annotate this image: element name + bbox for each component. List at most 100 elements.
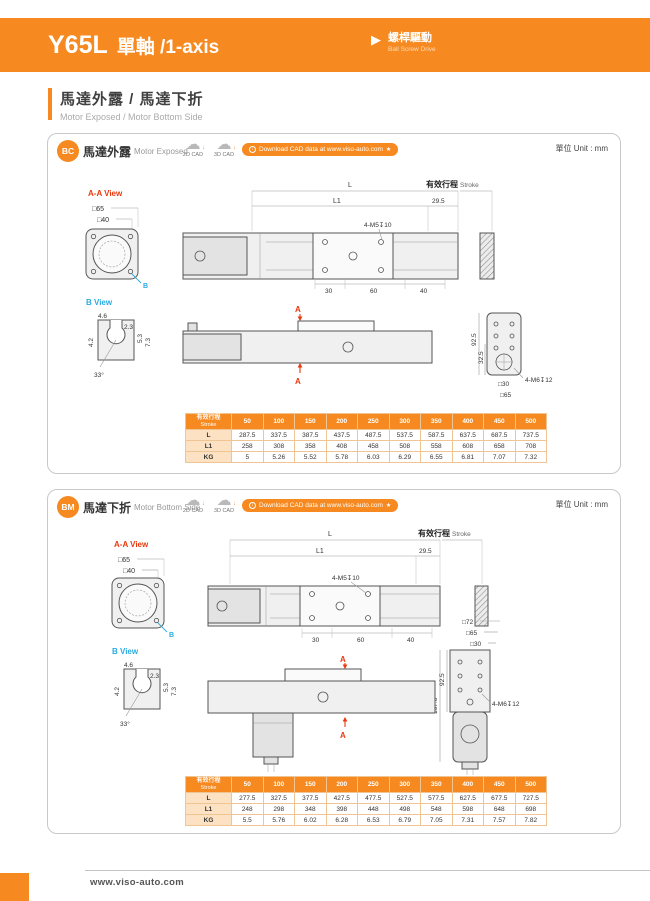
section-accent-bar (48, 88, 52, 120)
model-name: Y65L (48, 30, 108, 59)
value-cell: 487.5 (357, 429, 390, 441)
stroke-value-header: 400 (451, 776, 484, 793)
dim-2-3: 2.3 (150, 673, 159, 680)
dim-5-3: 5.3 (137, 334, 144, 343)
value-cell: 6.53 (357, 814, 390, 826)
stroke-value-header: 400 (451, 413, 484, 430)
aa-view-label: A-A View (88, 189, 123, 198)
cad-3d-button[interactable]: ☁ ↓ 3D CAD (209, 137, 239, 158)
value-cell: 377.5 (294, 792, 327, 804)
b-view-label: B View (112, 647, 139, 656)
value-cell: 5.78 (325, 451, 358, 463)
stroke-value-header: 500 (514, 413, 547, 430)
cad-3d-button[interactable]: ☁ ↓ 3D CAD (209, 493, 239, 514)
stroke-header-en: Stroke (200, 422, 217, 428)
dim-L1: L1 (316, 548, 324, 555)
row-label-cell: L (185, 792, 232, 804)
top-view-drawing: L 有效行程 Stroke L1 29.5 4-M5↧10 (182, 179, 495, 295)
dim-32-5: 32.5 (478, 351, 485, 364)
value-cell: 687.5 (483, 429, 516, 441)
motor-bottom-drawing: A-A View □65 □40 B B View 4.6 2.3 4.2 5.… (111, 528, 520, 775)
panel-title-cn: 馬達下折 (83, 501, 132, 515)
stroke-value-header: 350 (420, 413, 453, 430)
download-icon: ↓ (249, 146, 256, 153)
value-cell: 277.5 (231, 792, 264, 804)
value-cell: 427.5 (325, 792, 358, 804)
value-cell: 627.5 (451, 792, 484, 804)
footer-divider (85, 870, 650, 871)
cad-2d-label: 2D CAD (182, 152, 204, 158)
download-label: Download CAD data at www.viso-auto.com (259, 146, 383, 153)
stroke-value-header: 50 (231, 776, 264, 793)
value-cell: 5.26 (262, 451, 295, 463)
value-cell: 677.5 (483, 792, 516, 804)
cloud-download-arrow-icon: ↓ (233, 501, 236, 507)
value-cell: 498 (388, 803, 421, 815)
panel-title-cn: 馬達外露 (83, 145, 132, 159)
dim-2-3: 2.3 (124, 324, 133, 331)
aa-view-drawing: A-A View □65 □40 B (111, 540, 174, 639)
dim-angle-33: 33° (94, 371, 104, 379)
value-cell: 6.02 (294, 814, 327, 826)
value-cell: 6.81 (451, 451, 484, 463)
cad-2d-button[interactable]: ☁ ↓ 2D CAD (178, 137, 208, 158)
drive-type: ▶ 螺桿驅動 Ball Screw Drive (371, 32, 436, 53)
drive-type-cn: 螺桿驅動 (388, 32, 432, 44)
dim-60: 60 (370, 288, 378, 295)
value-cell: 648 (483, 803, 516, 815)
row-label-cell: KG (185, 451, 232, 463)
stroke-value-header: 300 (388, 776, 421, 793)
value-cell: 508 (388, 440, 421, 452)
stroke-label-en: Stroke (460, 182, 479, 189)
dim-sq30: □30 (470, 641, 482, 648)
stroke-label-cn: 有效行程 (418, 528, 450, 538)
triangle-icon: ▶ (371, 32, 381, 47)
dim-L: L (348, 182, 352, 189)
section-heading: 馬達外露 / 馬達下折 Motor Exposed / Motor Bottom… (48, 88, 204, 122)
dim-angle-33: 33° (120, 720, 130, 728)
stroke-value-header: 450 (483, 413, 516, 430)
download-cad-button[interactable]: ↓ Download CAD data at www.viso-auto.com… (242, 143, 399, 156)
b-view-label: B View (86, 298, 113, 307)
download-cad-button[interactable]: ↓ Download CAD data at www.viso-auto.com… (242, 499, 399, 512)
stroke-value-header: 250 (357, 776, 390, 793)
footer-corner-accent (0, 873, 29, 901)
dim-4-6: 4.6 (98, 313, 107, 320)
value-cell: 598 (451, 803, 484, 815)
dim-sq40: □40 (97, 217, 109, 224)
aa-view-drawing: A-A View □65 □40 B (85, 189, 148, 290)
stroke-value-header: 200 (325, 776, 358, 793)
section-a-top-label: A (340, 655, 346, 664)
page-title: Y65L 單軸 /1-axis (48, 18, 219, 72)
value-cell: 727.5 (514, 792, 547, 804)
value-cell: 658 (483, 440, 516, 452)
value-cell: 548 (420, 803, 453, 815)
value-cell: 337.5 (262, 429, 295, 441)
value-cell: 358 (294, 440, 327, 452)
dim-4-m5: 4-M5↧10 (332, 574, 360, 582)
dim-sq65-end: □65 (500, 392, 512, 399)
cad-3d-label: 3D CAD (213, 152, 235, 158)
dim-7-3: 7.3 (171, 687, 178, 696)
panel-code-badge: BC (57, 140, 79, 162)
unit-label: 單位 Unit : mm (555, 500, 608, 509)
footer-website[interactable]: www.viso-auto.com (90, 877, 184, 888)
dim-92-5: 92.5 (439, 673, 446, 686)
dim-4-m5: 4-M5↧10 (364, 221, 392, 229)
value-cell: 6.55 (420, 451, 453, 463)
row-label-cell: KG (185, 814, 232, 826)
cloud-icon: ☁ (185, 136, 201, 153)
value-cell: 7.32 (514, 451, 547, 463)
motor-exposed-drawing: A-A View □65 □40 B B View 4.6 2.3 4.2 5.… (85, 179, 553, 399)
side-view-drawing: A A 92.5 32.5 □30 □65 4-M6↧12 (182, 305, 553, 399)
value-cell: 398 (325, 803, 358, 815)
download-label: Download CAD data at www.viso-auto.com (259, 502, 383, 509)
cad-2d-button[interactable]: ☁ ↓ 2D CAD (178, 493, 208, 514)
